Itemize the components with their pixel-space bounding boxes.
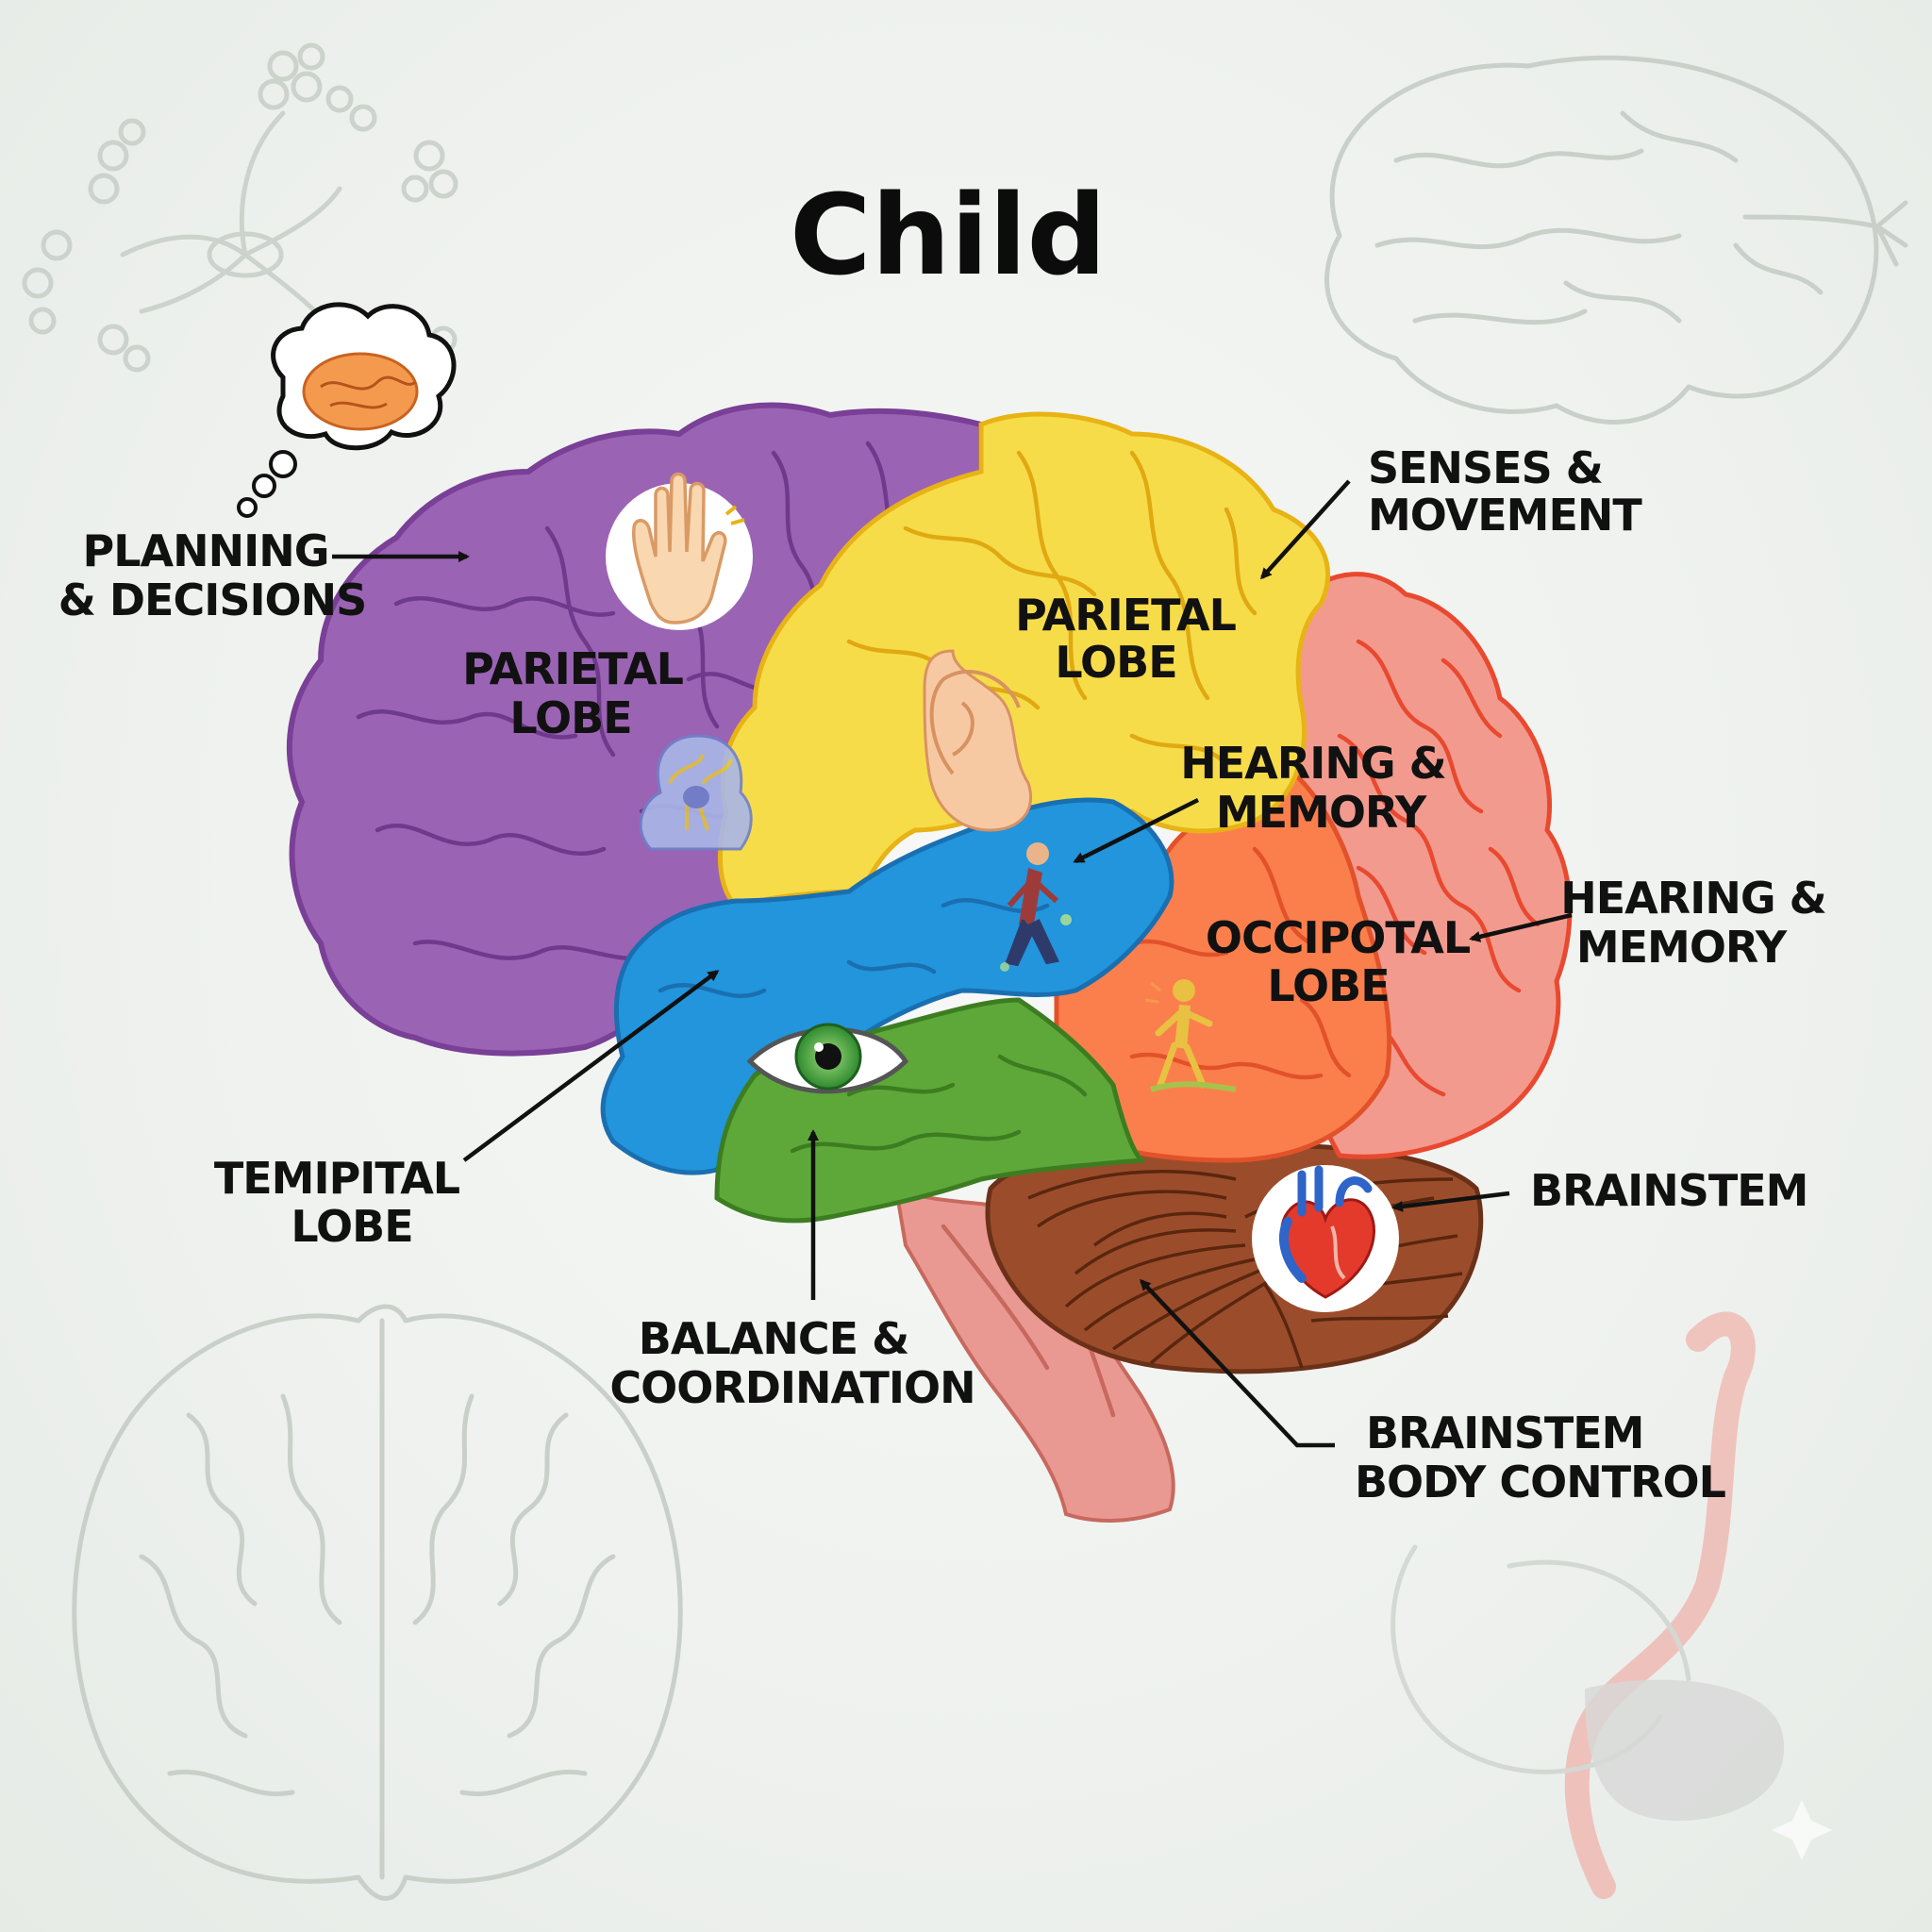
arrow-hearing-center: [1073, 797, 1200, 864]
label-line: COORDINATION: [609, 1362, 974, 1413]
label-line: LOBE: [1267, 960, 1389, 1011]
arrow-temporal: [462, 970, 720, 1162]
arrow-brainstem: [1391, 1191, 1510, 1212]
label-line: OCCIPOTAL: [1206, 912, 1471, 963]
heart-icon: [1252, 1165, 1399, 1312]
label-occipital: OCCIPOTAL LOBE: [1206, 912, 1472, 1011]
label-line: BODY CONTROL: [1355, 1457, 1726, 1507]
label-line: PLANNING: [83, 525, 329, 576]
label-line: HEARING &: [1180, 738, 1445, 789]
occipital-region: [1054, 760, 1392, 1163]
thought-bubble-brain-icon: [237, 302, 457, 518]
eye-icon: [746, 1023, 909, 1094]
label-line: MEMORY: [1576, 922, 1788, 973]
balancing-figure-icon: [1144, 979, 1237, 1092]
arrows: [332, 479, 1573, 1448]
label-line: & DECISIONS: [58, 575, 367, 625]
label-line: BRAINSTEM: [1530, 1165, 1807, 1216]
label-line: MEMORY: [1216, 787, 1427, 838]
neuron-head-icon: [639, 734, 753, 851]
label-line: LOBE: [291, 1201, 412, 1252]
label-planning: PLANNING & DECISIONS: [58, 525, 368, 625]
label-line: HEARING &: [1560, 873, 1825, 924]
background-brain-topright: [1324, 55, 1908, 425]
label-line: MOVEMENT: [1368, 490, 1642, 541]
arrow-senses: [1259, 479, 1351, 580]
label-line: PARIETAL: [462, 643, 683, 694]
label-line: TEMIPITAL: [214, 1153, 460, 1204]
brain: [286, 402, 1573, 1523]
label-line: LOBE: [509, 692, 631, 743]
label-hearing-center: HEARING & MEMORY: [1180, 738, 1446, 838]
hand-icon: [606, 472, 753, 630]
background-neuron-topleft: [22, 42, 458, 382]
ear-icon: [923, 649, 1033, 832]
label-line: PARIETAL: [1015, 590, 1236, 641]
title: Child: [790, 170, 1107, 300]
arrow-hearing-right: [1469, 912, 1573, 942]
label-parietal-top: PARIETAL LOBE: [1015, 590, 1237, 688]
label-senses: SENSES & MOVEMENT: [1368, 442, 1643, 541]
walking-person-icon: [1000, 842, 1072, 972]
arrow-brainstem-body: [1139, 1278, 1335, 1448]
label-line: BRAINSTEM: [1366, 1407, 1643, 1458]
label-hearing-right: HEARING & MEMORY: [1560, 873, 1826, 973]
label-brainstem: BRAINSTEM: [1530, 1165, 1808, 1216]
label-parietal-left: PARIETAL LOBE: [462, 643, 684, 743]
label-temporal: TEMIPITAL LOBE: [214, 1153, 461, 1252]
background-digestive-bottomright: [1391, 1311, 1832, 1899]
label-brainstem-body: BRAINSTEM BODY CONTROL: [1355, 1407, 1727, 1507]
label-balance: BALANCE & COORDINATION: [609, 1313, 975, 1413]
label-line: LOBE: [1055, 637, 1176, 688]
background-brain-bottomleft: [72, 1304, 683, 1901]
label-line: BALANCE &: [639, 1313, 908, 1364]
label-line: SENSES &: [1368, 442, 1603, 493]
